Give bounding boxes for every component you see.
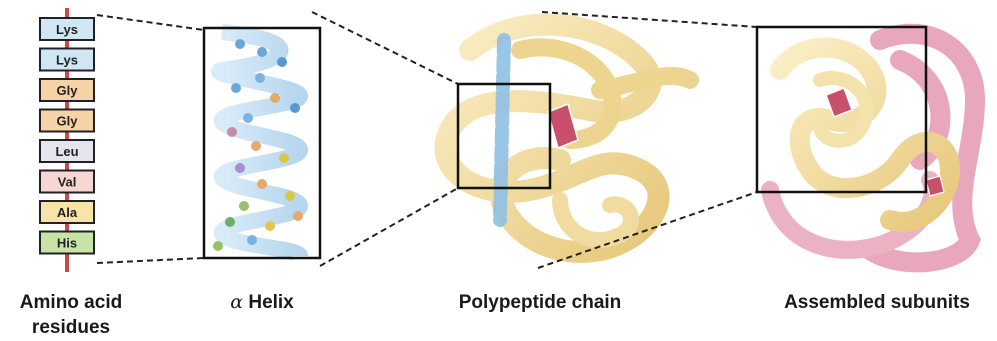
residue-label: Lys bbox=[56, 53, 78, 68]
residue-leu-5: Leu bbox=[40, 140, 94, 162]
alpha-helix-illustration bbox=[204, 28, 320, 258]
residue-lys-2: Lys bbox=[40, 49, 94, 71]
residue-ala-7: Ala bbox=[40, 201, 94, 223]
residue-gly-4: Gly bbox=[40, 110, 94, 132]
chain-ribbon-lower bbox=[560, 200, 631, 240]
residue-label: Leu bbox=[55, 144, 78, 159]
connector-bottom bbox=[320, 188, 458, 266]
connector-top bbox=[97, 15, 204, 30]
caption-amino-acid-line1: Amino acid bbox=[4, 290, 138, 315]
residue-label: His bbox=[57, 236, 77, 251]
residue-label: Gly bbox=[57, 83, 79, 98]
residue-label: Gly bbox=[57, 114, 79, 129]
caption-assembled-text: Assembled subunits bbox=[784, 292, 970, 313]
residue-gly-3: Gly bbox=[40, 79, 94, 101]
caption-amino-acid-residues: Amino acid residues bbox=[4, 290, 138, 340]
caption-assembled-subunits: Assembled subunits bbox=[760, 290, 994, 315]
chain-helix-segment bbox=[500, 40, 504, 220]
residue-label: Lys bbox=[56, 22, 78, 37]
alpha-symbol: α bbox=[230, 291, 243, 313]
caption-polypeptide-text: Polypeptide chain bbox=[459, 292, 622, 313]
residue-label: Ala bbox=[57, 205, 78, 220]
residue-label: Val bbox=[58, 175, 77, 190]
connector-bottom bbox=[97, 258, 204, 263]
connector-top bbox=[312, 12, 458, 84]
caption-helix-text: Helix bbox=[243, 292, 294, 313]
assembled-subunits-illustration bbox=[757, 27, 975, 262]
residue-lys-1: Lys bbox=[40, 18, 94, 40]
heme-group-assembled-2 bbox=[926, 176, 944, 196]
caption-alpha-helix: α Helix bbox=[202, 290, 322, 315]
polypeptide-chain-illustration bbox=[445, 25, 690, 252]
caption-amino-acid-line2: residues bbox=[4, 315, 138, 340]
residue-val-6: Val bbox=[40, 171, 94, 193]
residue-his-8: His bbox=[40, 232, 94, 254]
caption-polypeptide-chain: Polypeptide chain bbox=[440, 290, 640, 315]
dashed-connectors-residues-helix bbox=[97, 15, 204, 263]
